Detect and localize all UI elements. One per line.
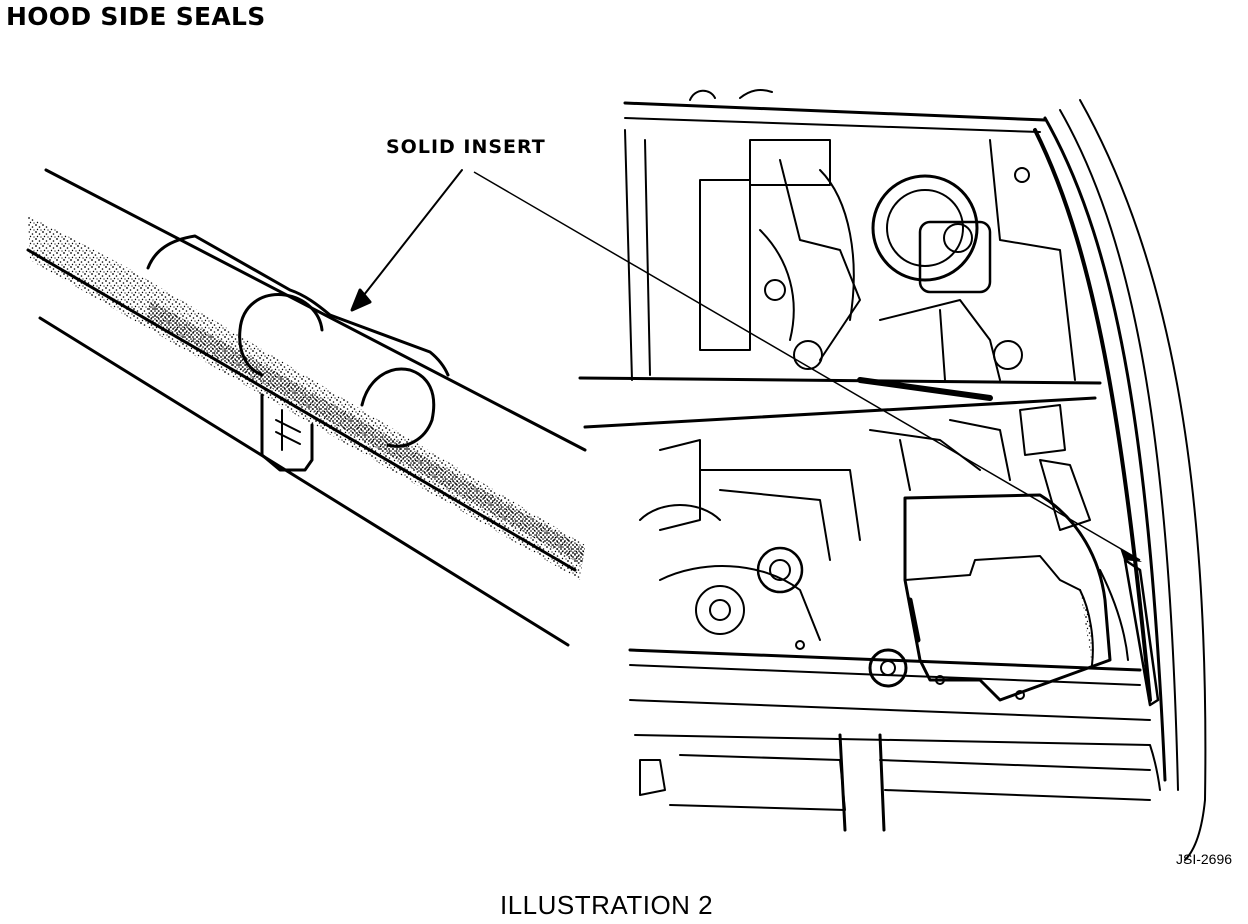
pulley [756,546,804,594]
view-split-bottom [583,396,1097,429]
fender-hood-seal [1123,558,1160,707]
callout-arrowhead [350,288,372,312]
brake-booster [871,174,979,282]
callout-leader-right [473,171,1141,561]
insert-end-2 [360,367,436,448]
seal-top-edge [44,168,587,452]
engine-bay-view [578,89,1207,861]
callout-leader-left [359,169,463,301]
solid-insert-label: SOLID INSERT [386,136,546,158]
illustration-caption: ILLUSTRATION 2 [500,890,714,920]
fan-hub [709,599,731,621]
seal-clip [260,393,314,472]
seal-base-edge [38,316,570,647]
master-cylinder [918,220,992,294]
insert-end-1 [238,293,324,332]
air-cleaner-box [903,493,1112,702]
seal-lower-edge [26,248,577,572]
seal-detail [26,168,587,647]
page-title: HOOD SIDE SEALS [6,2,266,31]
view-split-top [578,376,1102,385]
